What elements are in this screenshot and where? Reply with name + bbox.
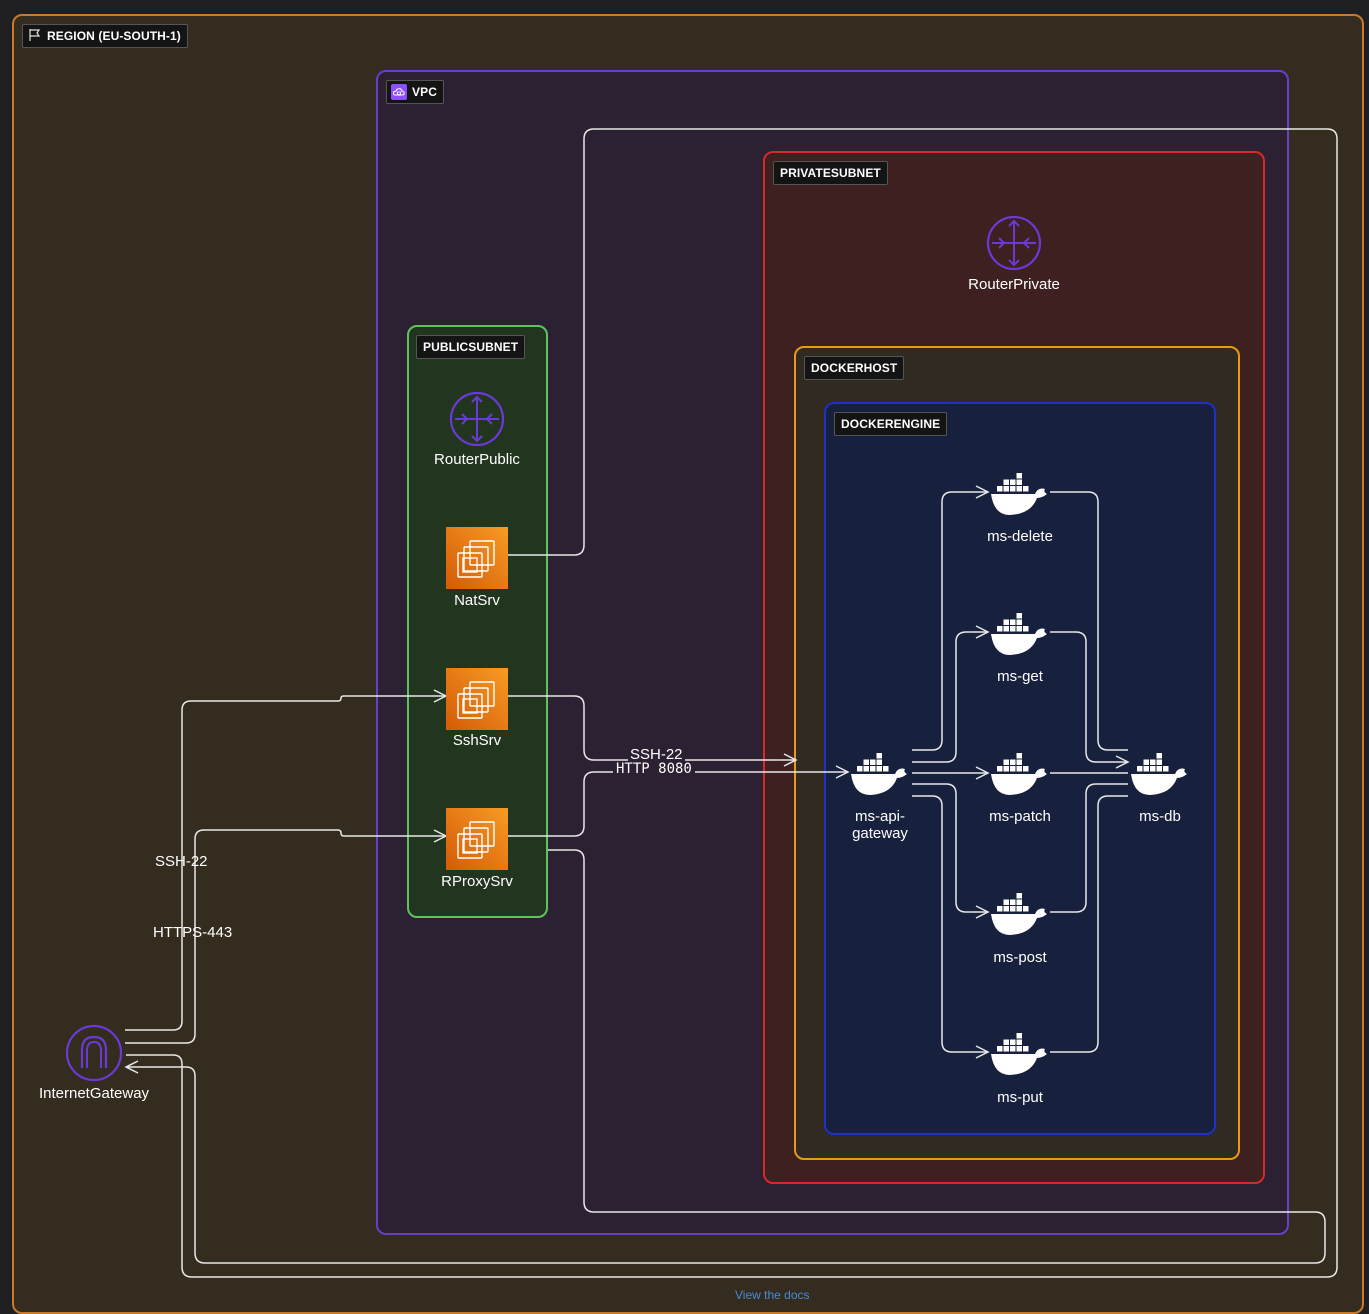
sshsrv-node[interactable]: [446, 668, 508, 730]
edge-gw-post: [912, 783, 988, 913]
edge-label-https443: HTTPS-443: [153, 924, 233, 941]
region-label: REGION (EU-SOUTH-1): [47, 29, 181, 43]
ms-api-gateway-whale-icon[interactable]: [848, 750, 912, 798]
edge-gw-delete: [912, 491, 988, 751]
edge-label-ssh22-left: SSH-22: [155, 853, 208, 870]
edge-get-db: [1050, 631, 1128, 763]
rproxysrv-node[interactable]: [446, 808, 508, 870]
edge-delete-db: [1050, 491, 1128, 751]
ms-patch-label: ms-patch: [989, 808, 1051, 825]
ec2-instance-icon: [457, 540, 495, 578]
public-subnet-tag: PUBLICSUBNET: [416, 335, 526, 359]
region-tag: REGION (EU-SOUTH-1): [22, 24, 188, 48]
view-docs-link[interactable]: View the docs: [735, 1288, 810, 1302]
ms-put-label: ms-put: [997, 1089, 1043, 1106]
internet-gateway-label: InternetGateway: [38, 1085, 150, 1102]
router-private-icon[interactable]: [986, 215, 1042, 271]
edge-post-db: [1050, 783, 1128, 913]
edge-igw-sshsrv: [125, 695, 446, 1031]
ms-get-label: ms-get: [997, 668, 1043, 685]
ms-post-label: ms-post: [993, 949, 1047, 966]
internet-gateway-icon[interactable]: [65, 1024, 123, 1082]
edge-gw-put: [912, 795, 988, 1053]
edge-label-http8080: HTTP 8080: [613, 761, 695, 777]
edge-rproxy-gateway: [508, 771, 848, 837]
ms-post-whale-icon[interactable]: [988, 890, 1052, 938]
cloud-icon: [392, 88, 405, 96]
vpc-label: VPC: [412, 85, 437, 99]
edge-natsrv-loop: [126, 128, 1338, 1278]
edge-rproxy-loop: [126, 849, 1326, 1264]
ms-put-whale-icon[interactable]: [988, 1030, 1052, 1078]
router-public-icon[interactable]: [449, 391, 505, 447]
natsrv-label: NatSrv: [454, 592, 500, 609]
rproxysrv-label: RProxySrv: [441, 873, 513, 890]
ms-api-gateway-label-line1: ms-api-: [854, 808, 905, 825]
ms-api-gateway-label-line2: gateway: [852, 825, 908, 842]
ms-delete-label: ms-delete: [987, 528, 1053, 545]
edge-sshsrv-gateway: [508, 695, 796, 761]
router-public-label: RouterPublic: [434, 451, 520, 468]
ms-db-label: ms-db: [1139, 808, 1181, 825]
natsrv-node[interactable]: [446, 527, 508, 589]
ec2-instance-icon: [457, 681, 495, 719]
edge-gw-get: [912, 631, 988, 763]
docker-engine-tag: DOCKERENGINE: [834, 412, 948, 436]
edge-put-db: [1050, 795, 1128, 1053]
ms-api-gateway-label: ms-api- gateway: [852, 808, 908, 842]
edge-igw-rproxysrv: [125, 829, 446, 1044]
ms-db-whale-icon[interactable]: [1128, 750, 1192, 798]
vpc-tag: VPC: [386, 80, 444, 104]
docker-host-tag: DOCKERHOST: [804, 356, 905, 380]
ms-patch-whale-icon[interactable]: [988, 750, 1052, 798]
ec2-instance-icon: [457, 821, 495, 859]
router-private-label: RouterPrivate: [968, 276, 1060, 293]
ms-delete-whale-icon[interactable]: [988, 470, 1052, 518]
ms-get-whale-icon[interactable]: [988, 610, 1052, 658]
flag-icon: [29, 29, 41, 41]
private-subnet-tag: PRIVATESUBNET: [773, 161, 888, 185]
sshsrv-label: SshSrv: [452, 732, 502, 749]
edge-label-ssh22-mid: SSH-22: [628, 746, 685, 763]
